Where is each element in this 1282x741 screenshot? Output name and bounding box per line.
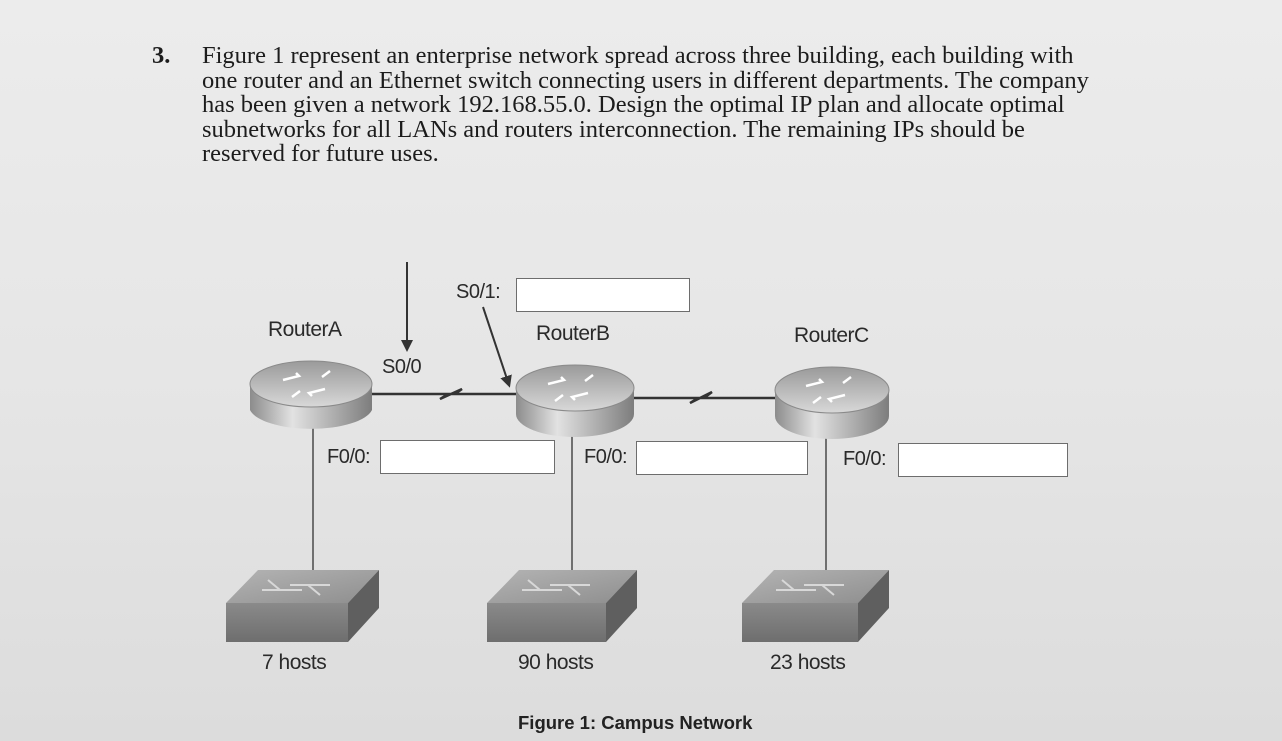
router-c-icon xyxy=(774,366,890,439)
router-c-label: RouterC xyxy=(794,324,869,347)
f00-a-address-field[interactable] xyxy=(380,440,555,474)
serial-link-bc xyxy=(632,390,776,405)
hosts-a-label: 7 hosts xyxy=(262,651,327,674)
router-a-icon xyxy=(249,360,373,429)
f00-c-label: F0/0: xyxy=(843,448,887,470)
router-b-icon xyxy=(515,364,635,437)
f00-c-address-field[interactable] xyxy=(898,443,1068,477)
hosts-c-label: 23 hosts xyxy=(770,651,846,674)
hosts-b-label: 90 hosts xyxy=(518,651,594,674)
f00-b-label: F0/0: xyxy=(584,446,628,468)
figure-caption: Figure 1: Campus Network xyxy=(518,712,753,733)
switch-c-icon xyxy=(742,570,889,642)
question-line: subnetworks for all LANs and routers int… xyxy=(202,115,1025,143)
question-line: reserved for future uses. xyxy=(202,140,439,167)
s00-label: S0/0 xyxy=(382,356,422,378)
switch-a-icon xyxy=(226,570,379,642)
f00-a-label: F0/0: xyxy=(327,446,371,468)
question-number: 3. xyxy=(152,42,171,69)
f00-b-address-field[interactable] xyxy=(636,441,808,475)
question-line: one router and an Ethernet switch connec… xyxy=(202,66,1089,94)
serial-link-ab xyxy=(372,387,520,401)
router-a-label: RouterA xyxy=(268,318,342,341)
question-text: Figure 1 represent an enterprise network… xyxy=(202,42,1192,167)
s01-label: S0/1: xyxy=(456,281,501,303)
router-b-label: RouterB xyxy=(536,322,610,345)
question-line: Figure 1 represent an enterprise network… xyxy=(202,42,1074,69)
question-line: has been given a network 192.168.55.0. D… xyxy=(202,91,1065,118)
switch-b-icon xyxy=(487,570,637,642)
s01-address-field[interactable] xyxy=(516,278,690,312)
question-block: 3. Figure 1 represent an enterprise netw… xyxy=(152,42,1192,167)
s01-arrow xyxy=(482,306,512,388)
